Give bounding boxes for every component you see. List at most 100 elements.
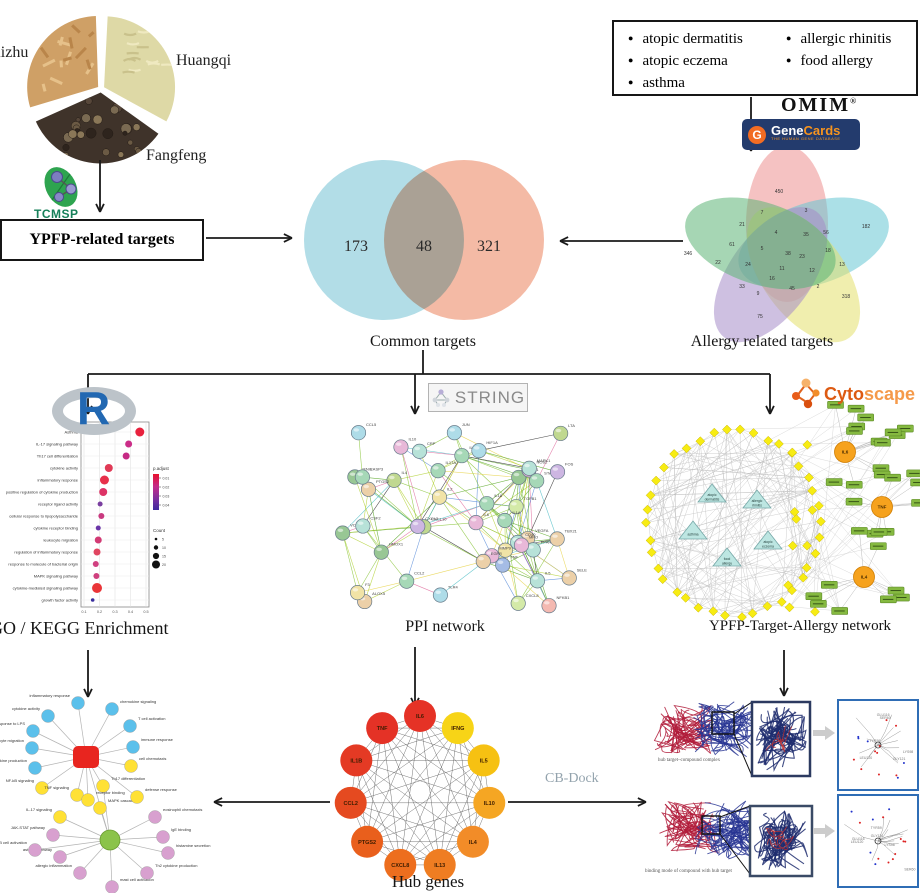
docking-graphic: LYS98TYR59GLU116SER60GLY121LEU120LYS98TY… bbox=[653, 699, 919, 888]
svg-text:LYS98: LYS98 bbox=[903, 750, 913, 754]
svg-text:atopic: atopic bbox=[707, 493, 716, 497]
svg-text:CXCL8: CXCL8 bbox=[391, 863, 409, 869]
svg-text:Th17 cell differentiation: Th17 cell differentiation bbox=[37, 454, 78, 459]
genecards-wordmark: GeneCards bbox=[771, 123, 841, 138]
svg-text:MPO: MPO bbox=[529, 535, 538, 540]
docking-caption-2: binding mode of compound with hub target bbox=[645, 868, 732, 874]
svg-text:eczema: eczema bbox=[762, 544, 774, 548]
svg-text:33: 33 bbox=[739, 284, 745, 290]
herb-pie-image bbox=[27, 15, 176, 164]
svg-text:MAPK signaling pathway: MAPK signaling pathway bbox=[34, 574, 78, 579]
svg-text:SELE: SELE bbox=[577, 567, 588, 572]
svg-text:F3: F3 bbox=[365, 582, 370, 587]
svg-text:NFKB1: NFKB1 bbox=[557, 595, 571, 600]
caption-hub-genes: Hub genes bbox=[391, 872, 465, 891]
svg-text:CXCL2: CXCL2 bbox=[425, 516, 439, 521]
svg-text:Asthma: Asthma bbox=[64, 430, 78, 435]
svg-text:CRP: CRP bbox=[427, 441, 436, 446]
cytoscape-text-bold: Cyto bbox=[824, 383, 864, 404]
caption-yta-network: YPFP-Target-Allergy network bbox=[708, 618, 892, 634]
svg-text:GLU116: GLU116 bbox=[852, 837, 865, 841]
svg-text:CCL2: CCL2 bbox=[344, 801, 358, 807]
svg-text:4: 4 bbox=[775, 230, 778, 236]
omim-registered-mark: ® bbox=[850, 96, 859, 106]
svg-text:TNF: TNF bbox=[377, 726, 388, 732]
svg-text:22: 22 bbox=[715, 260, 721, 266]
svg-text:IL-17 signaling: IL-17 signaling bbox=[26, 807, 52, 812]
svg-text:IL4: IL4 bbox=[861, 575, 868, 580]
svg-text:IL-17 signaling pathway: IL-17 signaling pathway bbox=[36, 442, 78, 447]
r-logo: R bbox=[50, 381, 140, 441]
svg-text:TYR59: TYR59 bbox=[869, 739, 880, 743]
svg-text:24: 24 bbox=[745, 262, 751, 268]
svg-text:cytokine activity: cytokine activity bbox=[50, 466, 78, 471]
svg-text:JUN: JUN bbox=[462, 422, 470, 427]
herb-label-huangqi: Huangqi bbox=[176, 52, 232, 69]
svg-text:HIF1A: HIF1A bbox=[486, 440, 498, 445]
disease-item: asthma bbox=[628, 72, 786, 94]
svg-text:response to molecule of bacter: response to molecule of bacterial origin bbox=[8, 562, 78, 567]
svg-text:TGFB1: TGFB1 bbox=[524, 496, 538, 501]
disease-item: allergic rhinitis bbox=[786, 28, 891, 50]
svg-text:38: 38 bbox=[785, 251, 791, 257]
r-logo-letter: R bbox=[77, 382, 111, 434]
svg-text:0.5: 0.5 bbox=[143, 610, 148, 614]
svg-text:LEU120: LEU120 bbox=[860, 756, 873, 760]
svg-text:23: 23 bbox=[799, 254, 805, 260]
svg-text:21: 21 bbox=[739, 222, 745, 228]
svg-text:cellular response to lipopolys: cellular response to lipopolysaccharide bbox=[9, 514, 78, 519]
svg-text:Th17 differentiation: Th17 differentiation bbox=[111, 776, 145, 781]
svg-text:0.1: 0.1 bbox=[81, 610, 86, 614]
svg-text:TYR59: TYR59 bbox=[871, 826, 882, 830]
svg-text:IL2: IL2 bbox=[447, 487, 453, 492]
string-network-icon bbox=[432, 388, 450, 407]
svg-text:IL17A: IL17A bbox=[446, 460, 457, 465]
svg-text:mast cell activation: mast cell activation bbox=[120, 877, 154, 882]
svg-text:IL4: IL4 bbox=[469, 840, 478, 846]
svg-text:asthma: asthma bbox=[687, 533, 698, 537]
svg-text:cytokine-mediated signaling pa: cytokine-mediated signaling pathway bbox=[13, 586, 78, 591]
svg-text:atopic: atopic bbox=[763, 540, 772, 544]
svg-text:NF-kB signaling: NF-kB signaling bbox=[6, 778, 34, 783]
cytoscape-text-light: scape bbox=[864, 383, 916, 404]
svg-text:allergic: allergic bbox=[752, 499, 763, 503]
svg-text:FOS: FOS bbox=[565, 461, 574, 466]
genecards-subtitle: THE HUMAN GENE DATABASE bbox=[771, 136, 841, 141]
svg-text:IL6: IL6 bbox=[842, 450, 849, 455]
svg-text:GLY121: GLY121 bbox=[871, 834, 884, 838]
venn-intersection-count: 48 bbox=[416, 238, 432, 255]
svg-text:0.2: 0.2 bbox=[97, 610, 102, 614]
svg-text:rhinitis: rhinitis bbox=[752, 503, 762, 507]
svg-text:inflammatory response: inflammatory response bbox=[38, 478, 79, 483]
svg-text:IL13: IL13 bbox=[434, 863, 445, 869]
svg-text:PPARG: PPARG bbox=[541, 539, 555, 544]
svg-text:leukocyte migration: leukocyte migration bbox=[0, 738, 24, 743]
disease-item: atopic eczema bbox=[628, 50, 786, 72]
svg-text:response to LPS: response to LPS bbox=[0, 721, 25, 726]
svg-text:JAK-STAT pathway: JAK-STAT pathway bbox=[11, 825, 45, 830]
svg-text:56: 56 bbox=[823, 230, 829, 236]
svg-text:LEU120: LEU120 bbox=[851, 840, 864, 844]
svg-text:positive regulation of cytokin: positive regulation of cytokine producti… bbox=[6, 490, 78, 495]
svg-text:TLR4: TLR4 bbox=[448, 585, 459, 590]
svg-text:0.4: 0.4 bbox=[128, 610, 133, 614]
svg-text:Count: Count bbox=[153, 528, 166, 533]
caption-cb-dock: CB-Dock bbox=[545, 771, 599, 786]
svg-text:allergic inflammation: allergic inflammation bbox=[36, 863, 72, 868]
svg-text:9: 9 bbox=[757, 291, 760, 297]
string-logo-text: STRING bbox=[454, 387, 526, 407]
tcmsp-logo-icon bbox=[44, 167, 78, 207]
caption-common-targets: Common targets bbox=[370, 333, 476, 350]
ppi-network-graphic: IL6TNFIL1BIL4IL13IL10IL5CCL2CXCL8PTGS2IF… bbox=[335, 422, 588, 614]
svg-text:TBX21: TBX21 bbox=[565, 528, 578, 533]
caption-go-kegg: GO / KEGG Enrichment bbox=[0, 618, 169, 638]
svg-text:receptor binding: receptor binding bbox=[96, 790, 125, 795]
svg-text:allergy: allergy bbox=[722, 561, 732, 565]
svg-text:receptor ligand activity: receptor ligand activity bbox=[38, 502, 78, 507]
svg-text:0.04: 0.04 bbox=[163, 504, 170, 508]
svg-text:IL5: IL5 bbox=[545, 570, 551, 575]
